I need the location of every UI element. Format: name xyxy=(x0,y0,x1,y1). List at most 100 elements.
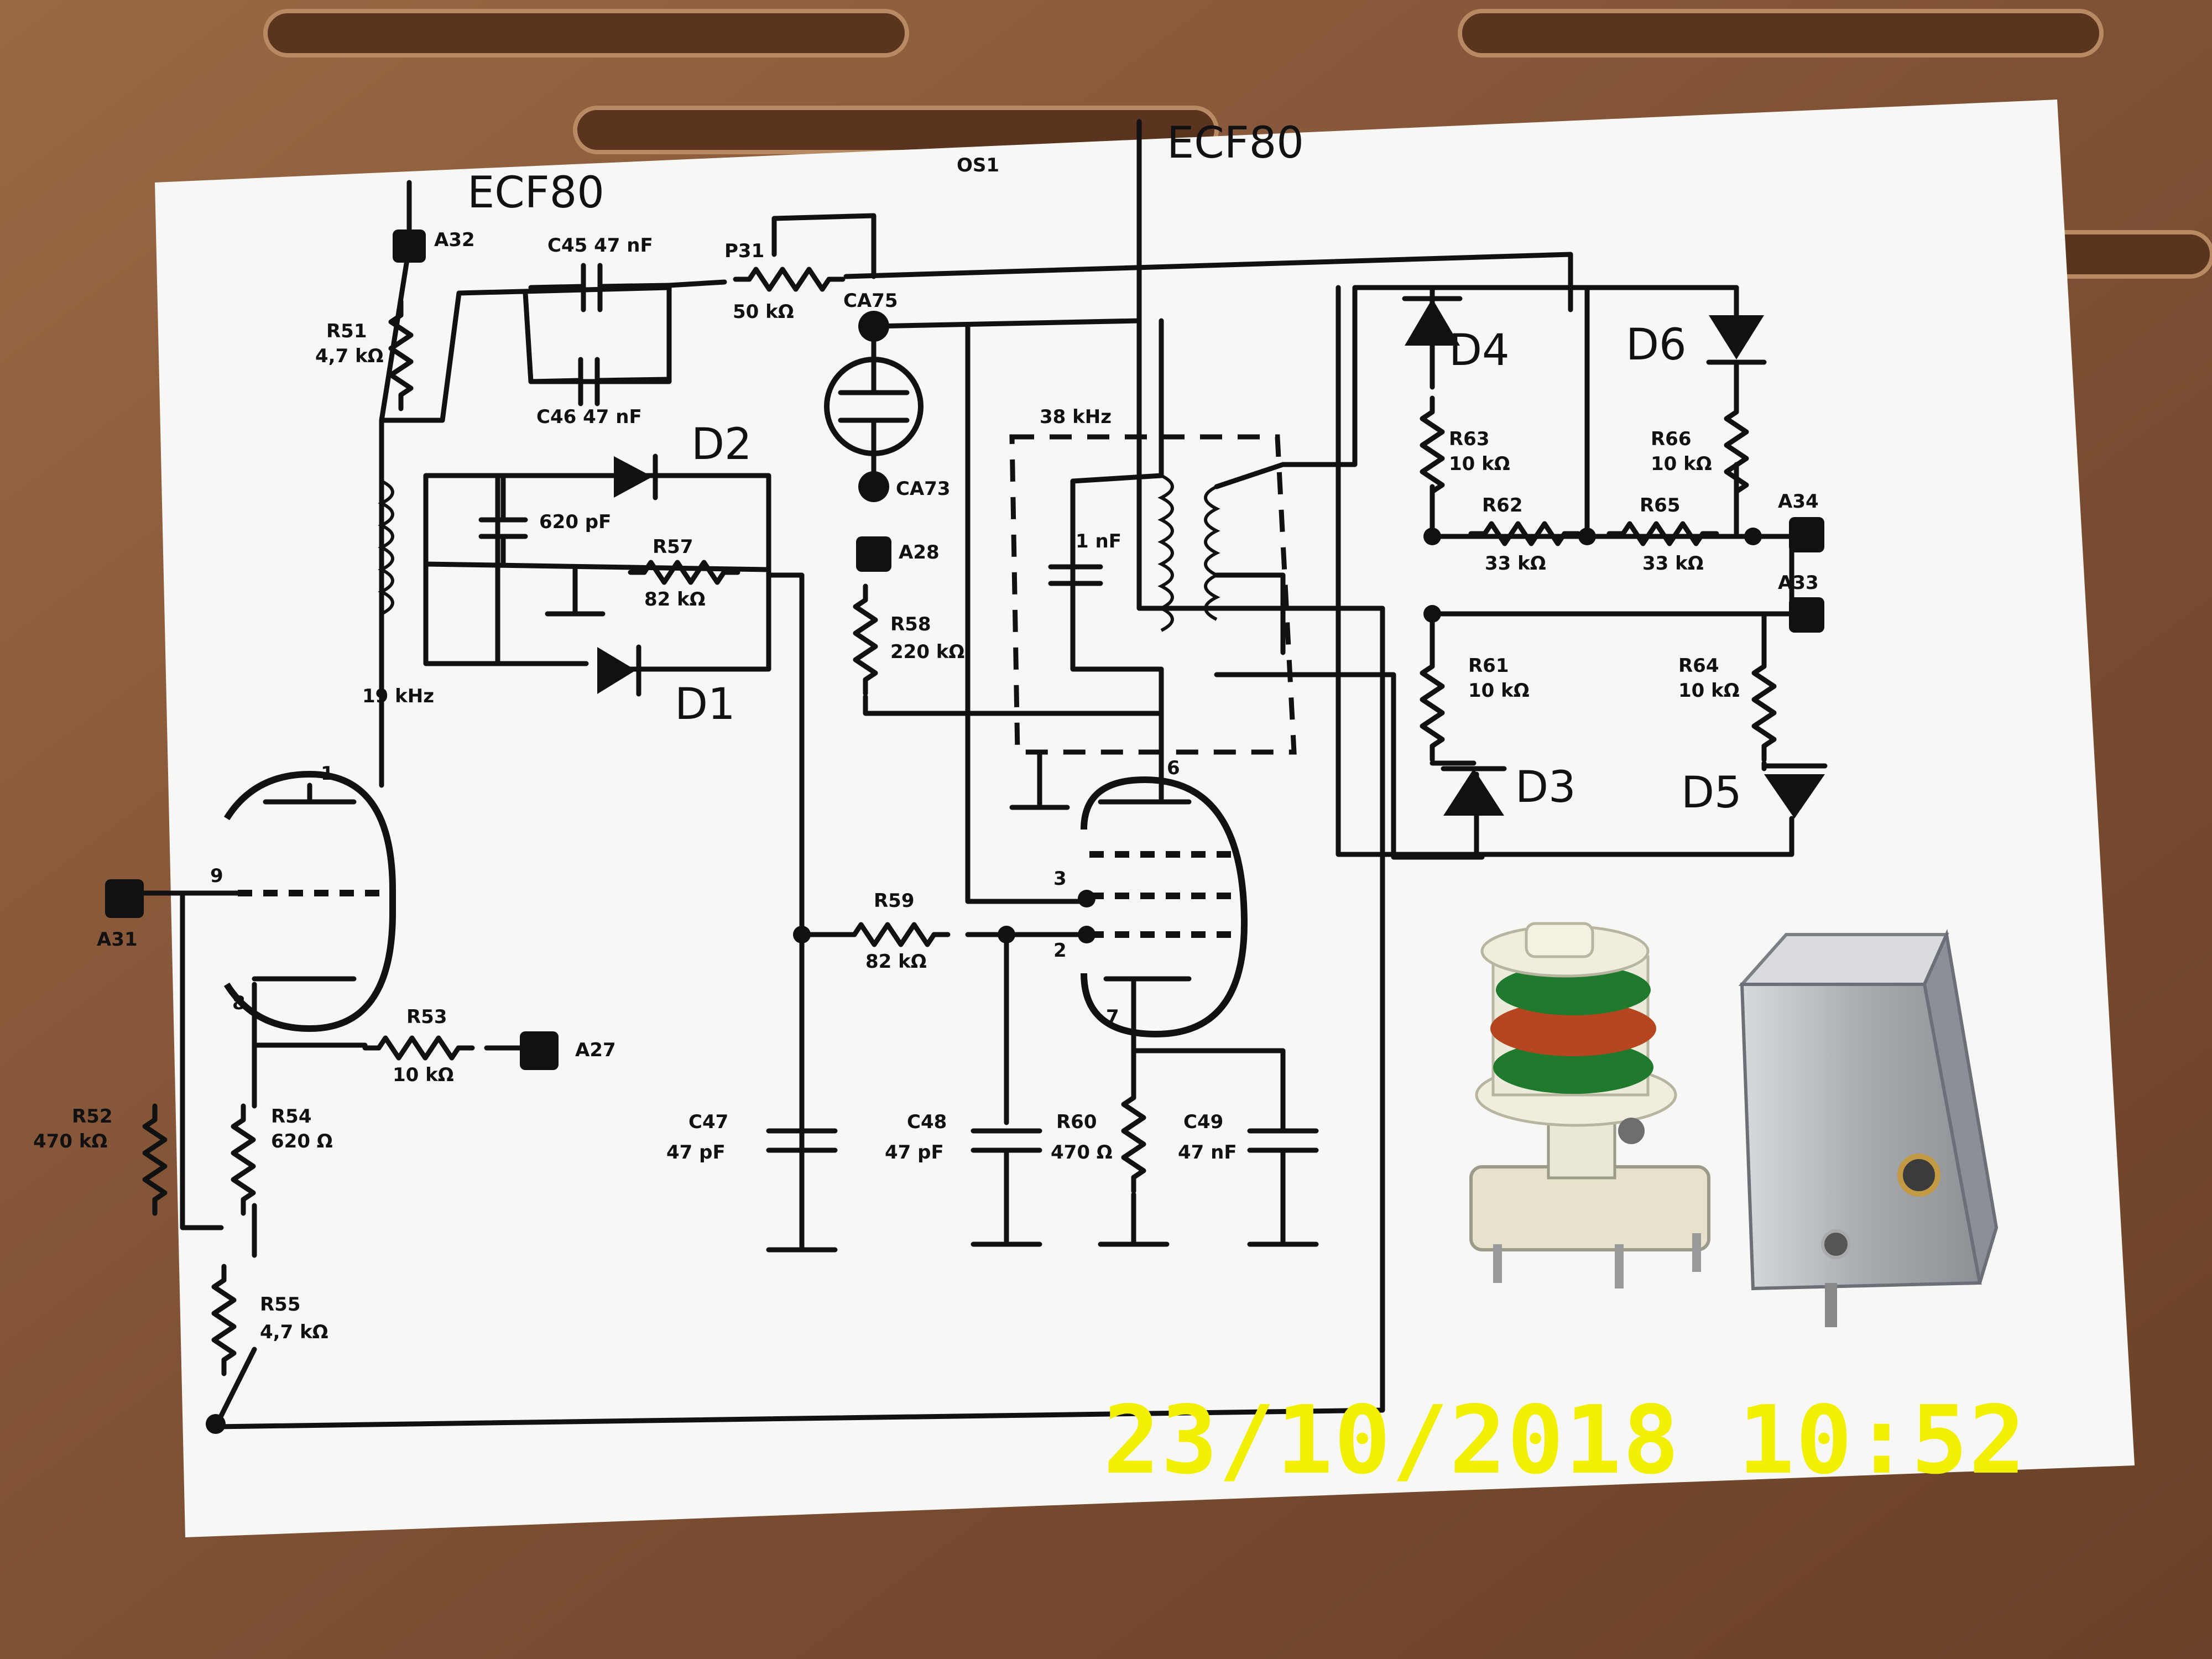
label-a31: A31 xyxy=(97,928,138,951)
schematic: ECF80 ECF80 OS1 A32 R51 4,7 kΩ C45 47 nF… xyxy=(33,118,1828,1434)
tube-label-right: ECF80 xyxy=(1167,118,1304,168)
wire-left-rail xyxy=(379,180,672,788)
node-r62-r65 xyxy=(1578,528,1596,545)
label-a33: A33 xyxy=(1778,572,1819,594)
coil-38khz-secondary xyxy=(1204,485,1220,621)
label-a34: A34 xyxy=(1778,491,1819,513)
ground-r57 xyxy=(545,567,606,617)
label-1nf: 1 nF xyxy=(1076,530,1121,552)
terminal-a33 xyxy=(1789,597,1824,633)
label-d3: D3 xyxy=(1515,763,1576,812)
diode-d4-bar xyxy=(1402,296,1463,390)
diode-d4 xyxy=(1405,299,1460,346)
label-c45: C45 47 nF xyxy=(547,234,653,257)
label-r62-value: 33 kΩ xyxy=(1485,552,1546,575)
coil-winding-upper xyxy=(1496,964,1651,1015)
label-a27: A27 xyxy=(575,1039,616,1061)
label-r55-value: 4,7 kΩ xyxy=(260,1321,328,1343)
diode-d2 xyxy=(614,456,653,498)
label-ca75: CA75 xyxy=(843,290,898,312)
diode-d3-bar xyxy=(1430,760,1507,771)
wire-cathode-rail xyxy=(213,982,368,1430)
paper-sheet xyxy=(155,100,2135,1537)
wire-a31-grid xyxy=(141,890,241,1230)
can-lug xyxy=(1825,1283,1837,1327)
label-ca73: CA73 xyxy=(896,478,951,500)
table-slot-1 xyxy=(263,9,909,58)
label-pin7: 7 xyxy=(1106,1006,1119,1028)
label-r51-value: 4,7 kΩ xyxy=(315,345,384,367)
terminal-a28 xyxy=(856,536,891,572)
label-r62: R62 xyxy=(1482,494,1523,517)
label-r51: R51 xyxy=(326,320,367,342)
capacitor-c48 xyxy=(971,1128,1042,1247)
label-r60-value: 470 Ω xyxy=(1051,1141,1113,1164)
label-d4: D4 xyxy=(1449,326,1510,375)
label-p31: P31 xyxy=(724,240,764,262)
shielding-can xyxy=(1738,928,1999,1327)
label-p31-value: 50 kΩ xyxy=(733,301,794,323)
coil-winding-copper xyxy=(1490,1001,1656,1056)
label-r60: R60 xyxy=(1056,1111,1097,1133)
terminal-a31 xyxy=(105,879,144,918)
capacitor-c49 xyxy=(1247,1128,1319,1247)
diode-d1 xyxy=(597,647,636,694)
label-r52-value: 470 kΩ xyxy=(33,1130,107,1152)
wire-ca75-bus xyxy=(871,318,1142,904)
node-r59-left xyxy=(793,926,811,943)
label-c47-value: 47 pF xyxy=(666,1141,726,1164)
label-r53-value: 10 kΩ xyxy=(393,1064,454,1086)
capacitor-c46 xyxy=(528,357,672,406)
label-pin3: 3 xyxy=(1053,868,1067,890)
wire-grid-network xyxy=(799,932,1089,1125)
label-r53: R53 xyxy=(406,1006,447,1028)
label-r57-value: 82 kΩ xyxy=(644,588,706,611)
wire-r58-plate xyxy=(863,694,1164,716)
terminal-a34 xyxy=(1789,517,1824,552)
wire-r60 xyxy=(1098,1048,1286,1247)
label-d5: D5 xyxy=(1681,768,1742,818)
terminal-a27 xyxy=(520,1031,559,1070)
diode-d6 xyxy=(1709,315,1764,359)
node-r59-right xyxy=(998,926,1015,943)
label-r64: R64 xyxy=(1678,655,1719,677)
label-a28: A28 xyxy=(899,541,940,564)
label-r54: R54 xyxy=(271,1105,312,1128)
node-pin3 xyxy=(1078,890,1095,907)
label-r54-value: 620 Ω xyxy=(271,1130,333,1152)
can-front xyxy=(1740,983,1982,1291)
node-r62-left xyxy=(1423,528,1441,545)
label-pin6: 6 xyxy=(1167,757,1180,779)
label-r61: R61 xyxy=(1468,655,1509,677)
tube-left-anode xyxy=(263,782,357,805)
label-19khz: 19 kHz xyxy=(362,685,434,707)
label-r52: R52 xyxy=(72,1105,113,1128)
label-r63-value: 10 kΩ xyxy=(1449,453,1510,475)
capacitor-c47 xyxy=(766,1128,838,1253)
node-r65-right xyxy=(1744,528,1762,545)
label-r58-value: 220 kΩ xyxy=(890,641,964,663)
table-slot-2 xyxy=(1458,9,2104,58)
ground-38khz xyxy=(1009,749,1070,810)
capacitor-620pf xyxy=(478,473,528,567)
label-d1: D1 xyxy=(675,680,735,729)
label-r63: R63 xyxy=(1449,428,1490,450)
capacitor-1nf xyxy=(1048,564,1103,586)
coil-pin-2 xyxy=(1615,1244,1624,1288)
coil-top-post xyxy=(1525,922,1594,958)
coil-slug xyxy=(1618,1118,1645,1144)
diode-d3 xyxy=(1443,769,1504,816)
can-rivet xyxy=(1821,1229,1851,1259)
wire-38khz-tank xyxy=(1070,285,1739,860)
label-r59-value: 82 kΩ xyxy=(865,951,927,973)
label-a32: A32 xyxy=(434,229,475,251)
label-pin8: 8 xyxy=(232,992,246,1014)
tube-right-anode xyxy=(1098,760,1192,805)
diode-d6-bar xyxy=(1706,359,1767,401)
label-d6: D6 xyxy=(1626,320,1687,370)
label-r64-value: 10 kΩ xyxy=(1678,680,1740,702)
label-r66: R66 xyxy=(1651,428,1692,450)
terminal-a32 xyxy=(393,229,426,263)
label-r57: R57 xyxy=(653,536,693,558)
